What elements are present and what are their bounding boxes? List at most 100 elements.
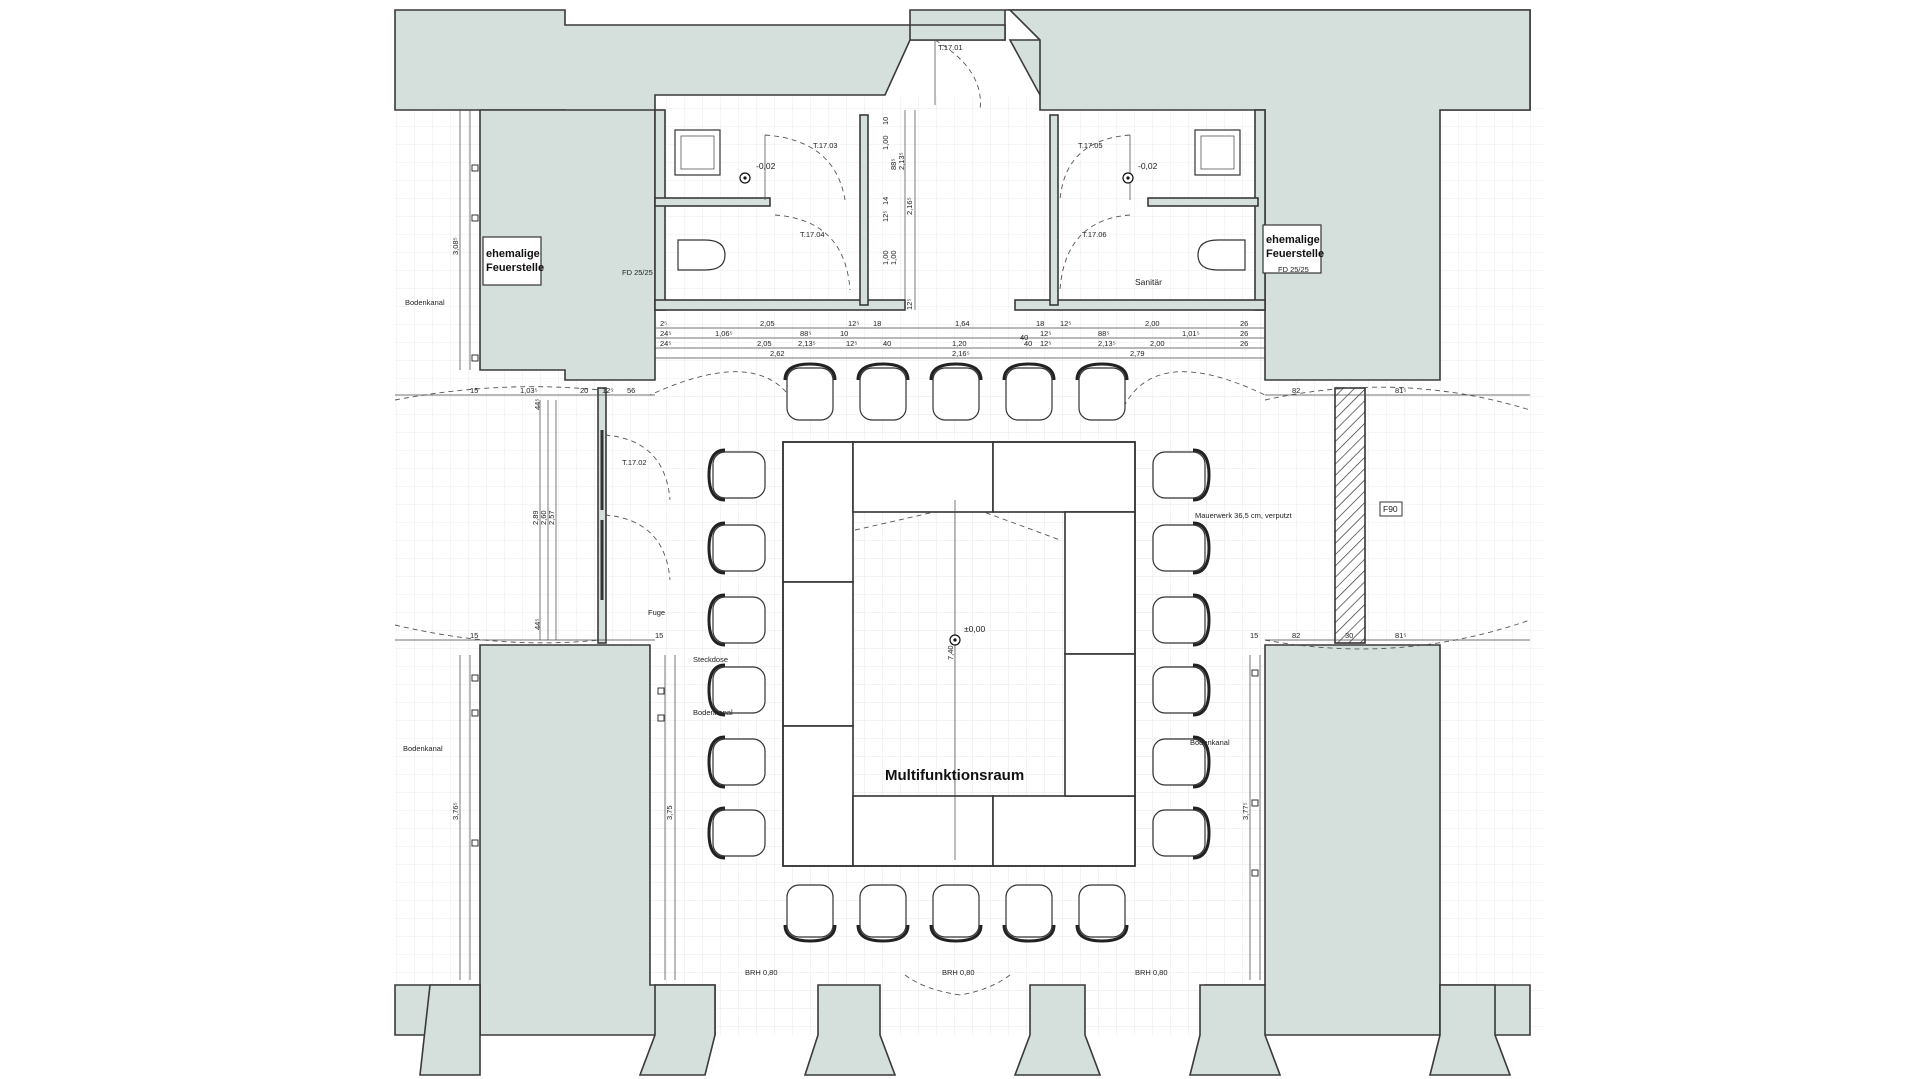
dim-r3-8: 2,00 [1150, 339, 1165, 348]
dim-r1-3: 18 [873, 319, 881, 328]
dim-r2-2: 88⁵ [800, 329, 811, 338]
fireplace-left-line1: ehemalige [486, 248, 540, 260]
label-brh-2: BRH 0,80 [942, 968, 975, 977]
vdim-17: 10 [881, 117, 890, 125]
dim-r1-4: 1,64 [955, 319, 970, 328]
vdim-18: 14 [881, 197, 890, 205]
label-brh-3: BRH 0,80 [1135, 968, 1168, 977]
label-bodenkanal-2: Bodenkanal [403, 744, 443, 753]
dim-r1-6: 12⁵ [1060, 319, 1071, 328]
vdim-8: 3,77⁵ [1241, 802, 1250, 820]
floor-channel-markers [471, 164, 1259, 877]
vdim-5: 44⁵ [533, 619, 542, 630]
door-leaves [600, 40, 1131, 600]
toilet-left [677, 239, 726, 271]
chairs-right [1152, 448, 1211, 860]
dim-r2-7: 88⁵ [1098, 329, 1109, 338]
fireplace-box-left [482, 236, 542, 286]
dim-r3-4: 40 [883, 339, 891, 348]
chairs-top [783, 362, 1129, 421]
room-wc-left-b: T.17.04 [800, 230, 825, 239]
label-sanitaer: Sanitär [1135, 277, 1162, 287]
fireplace-right-line1: ehemalige [1266, 234, 1320, 246]
room-wc-right-b: T.17.06 [1082, 230, 1107, 239]
room-wc-right-a: T.17.05 [1078, 141, 1103, 150]
dim-r2-5: 40 [1024, 339, 1032, 348]
dim-rb-2: 30 [1345, 631, 1353, 640]
walls [394, 9, 1531, 1076]
dim-r3-6: 12⁵ [1040, 339, 1051, 348]
dim-rt-0: 82 [1292, 386, 1300, 395]
chairs-left [707, 448, 766, 860]
dim-st-2: 20 [580, 386, 588, 395]
level-wc-right: -0,02 [1138, 161, 1158, 171]
fireplace-left-line2: Feuerstelle [486, 262, 544, 274]
plan-text: Multifunktionsraum ±0,00 -0,02 -0,02 T.1… [403, 43, 1406, 977]
dim-r2-9: 26 [1240, 329, 1248, 338]
label-bodenkanal-4: Bodenkanal [1190, 738, 1230, 747]
label-fd-right: FD 25/25 [1278, 265, 1309, 274]
vdim-13: 2,16⁵ [905, 197, 914, 215]
dim-r1-7: 2,00 [1145, 319, 1160, 328]
label-mauerwerk: Mauerwerk 36,5 cm, verputzt [1195, 511, 1293, 520]
dim-r3-9: 26 [1240, 339, 1248, 348]
dim-r1-5: 18 [1036, 319, 1044, 328]
dim-r1-1: 2,05 [760, 319, 775, 328]
room-wc-left-a: T.17.03 [813, 141, 838, 150]
vdim-7: 3,75 [665, 805, 674, 820]
dim-r3-7: 2,13⁵ [1098, 339, 1116, 348]
dim-sb-1: 15 [655, 631, 663, 640]
dim-r3-0: 24⁵ [660, 339, 671, 348]
dim-r3-5: 40 [1020, 333, 1028, 342]
room-name: Multifunktionsraum [885, 767, 1024, 784]
dim-r1-0: 2⁵ [660, 319, 667, 328]
room-corridor-top: T.17.01 [938, 43, 963, 52]
dim-r2-4: 1,20 [952, 339, 967, 348]
vdim-4: 44⁵ [533, 399, 542, 410]
dim-r2-6: 12⁵ [1040, 329, 1051, 338]
label-steckdose: Steckdose [693, 655, 728, 664]
dim-rb-1: 82 [1292, 631, 1300, 640]
dim-r1-8: 26 [1240, 319, 1248, 328]
vdim-16: 12⁵ [881, 211, 890, 222]
vertical-dims: 3,08⁵ 2,89 2,60 2,57 44⁵ 44⁵ 3,76⁵ 3,75 … [451, 117, 1250, 820]
f90-label-box [1379, 501, 1403, 517]
vdim-14: 1,00 [881, 250, 890, 265]
dim-st-3: 12⁵ [602, 386, 613, 395]
dim-r2-0: 24⁵ [660, 329, 671, 338]
dim-r4-0: 2,62 [770, 349, 785, 358]
chairs-bottom [783, 884, 1129, 943]
dim-rt-1: 81⁵ [1395, 386, 1406, 395]
dim-st-0: 15 [470, 386, 478, 395]
left-strip [459, 110, 1261, 980]
label-bodenkanal-3: Bodenkanal [693, 708, 733, 717]
vdim-10: 1,00 [881, 135, 890, 150]
vdim-11: 88⁵ [889, 159, 898, 170]
dim-r2-3: 10 [840, 329, 848, 338]
dimension-lines [395, 110, 1530, 860]
fireplace-box-right [1262, 224, 1322, 274]
room-side: T.17.02 [622, 458, 647, 467]
dim-rb-3: 81⁵ [1395, 631, 1406, 640]
fireplace-right-line2: Feuerstelle [1266, 248, 1324, 260]
dim-r3-2: 2,13⁵ [798, 339, 816, 348]
dim-sb-0: 15 [470, 631, 478, 640]
dim-r4-2: 2,79 [1130, 349, 1145, 358]
dim-st-4: 56 [627, 386, 635, 395]
dim-r2-8: 1,01⁵ [1182, 329, 1200, 338]
vdim-9: 7,40 [946, 645, 955, 660]
dim-r2-1: 1,06⁵ [715, 329, 733, 338]
label-brh-1: BRH 0,80 [745, 968, 778, 977]
dim-r3-1: 2,05 [757, 339, 772, 348]
vdim-6: 3,76⁵ [451, 802, 460, 820]
dim-r3-3: 12⁵ [846, 339, 857, 348]
dim-r1-2: 12⁵ [848, 319, 859, 328]
vdim-2: 2,60 [539, 510, 548, 525]
dim-st-1: 1,03⁵ [520, 386, 538, 395]
f90-wall [1334, 387, 1366, 644]
label-fuge: Fuge [648, 608, 665, 617]
vdim-15: 1,00 [889, 250, 898, 265]
vdim-1: 2,89 [531, 510, 540, 525]
toilet-right [1197, 239, 1246, 271]
